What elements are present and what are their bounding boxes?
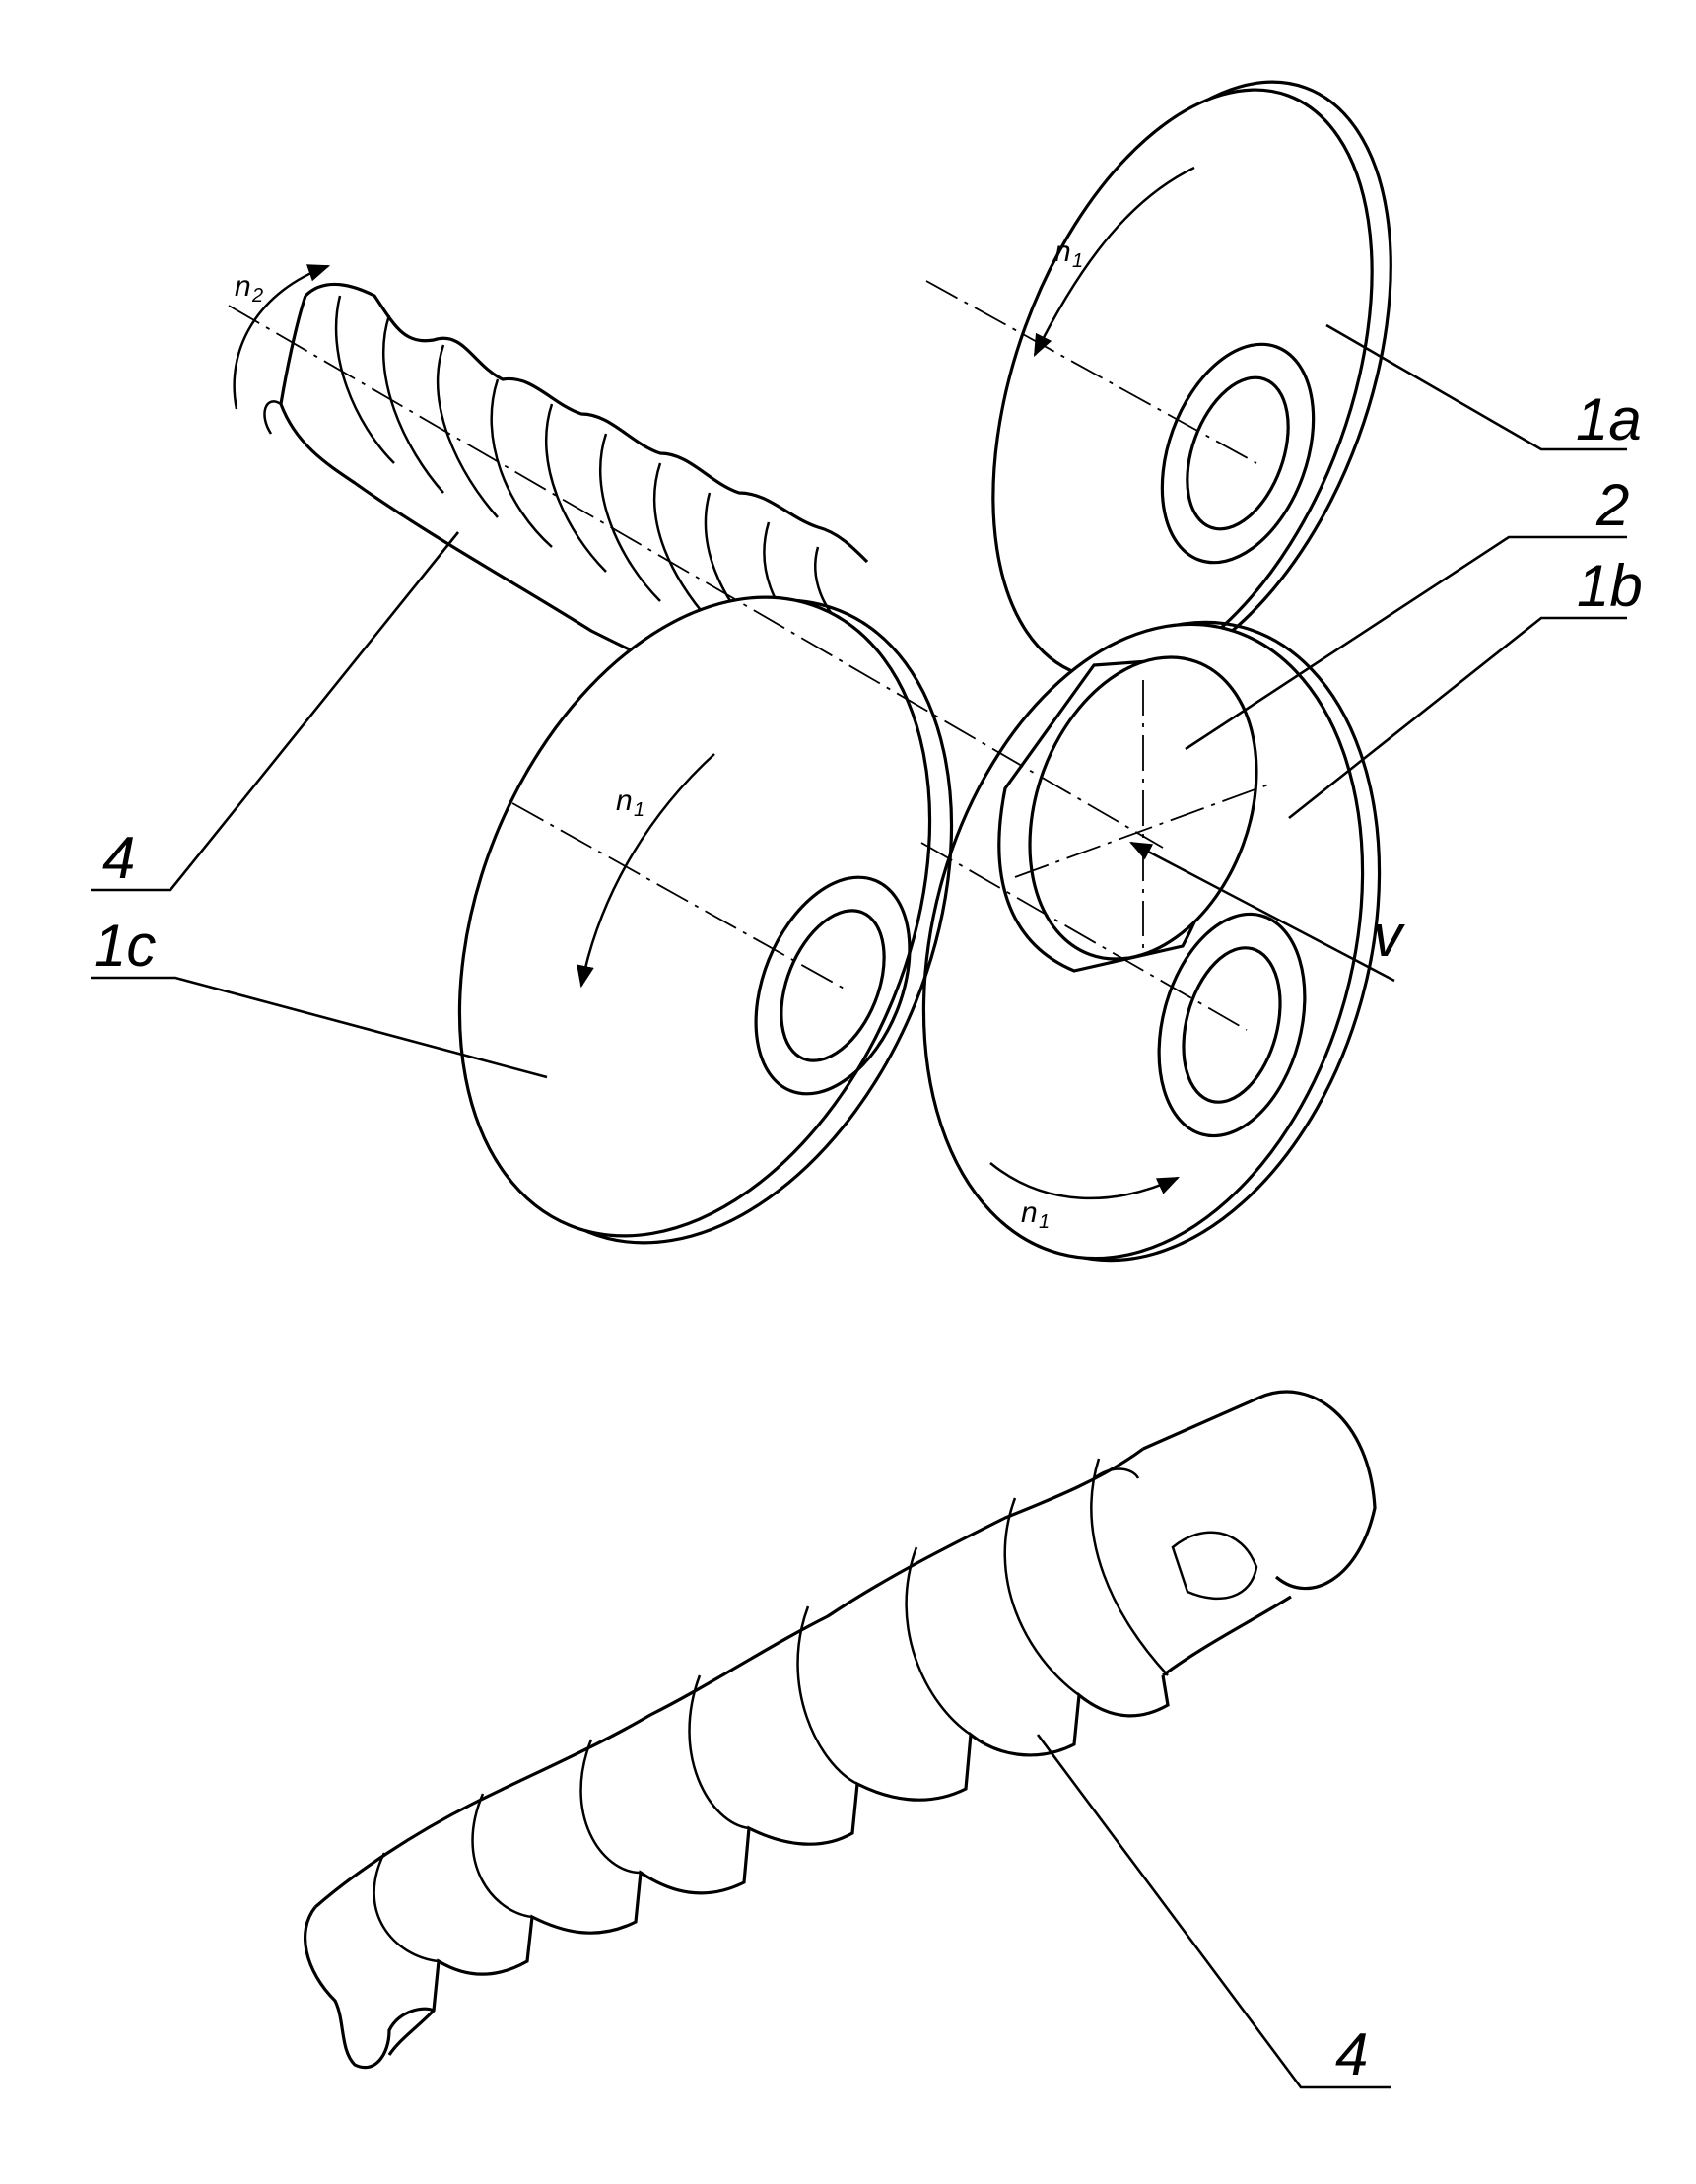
roll-1a bbox=[991, 80, 1392, 681]
svg-text:n: n bbox=[235, 270, 251, 303]
upper-workpiece-threaded-bar bbox=[263, 282, 869, 672]
lower-workpiece-threaded-bar bbox=[304, 1390, 1377, 2070]
symbol-n1-roll-1c: n 1 bbox=[616, 785, 644, 821]
svg-text:1: 1 bbox=[1072, 250, 1083, 272]
center-lines bbox=[228, 280, 1257, 1031]
svg-text:n: n bbox=[616, 785, 633, 817]
blank-2 bbox=[997, 655, 1272, 973]
svg-text:2: 2 bbox=[251, 285, 263, 307]
svg-text:1: 1 bbox=[634, 799, 644, 821]
label-1b: 1b bbox=[1577, 553, 1643, 619]
label-2: 2 bbox=[1595, 472, 1629, 538]
label-1a: 1a bbox=[1576, 386, 1642, 452]
label-4-lower: 4 bbox=[1335, 2021, 1368, 2087]
symbol-n2: n 2 bbox=[235, 270, 263, 307]
rotation-arrow-n2 bbox=[233, 264, 331, 410]
svg-text:n: n bbox=[1054, 236, 1071, 268]
svg-text:n: n bbox=[1021, 1196, 1038, 1229]
label-1c: 1c bbox=[94, 913, 156, 979]
symbol-n1-roll-1b: n 1 bbox=[1021, 1196, 1050, 1233]
leader-lines bbox=[91, 323, 1627, 2089]
svg-text:1: 1 bbox=[1039, 1211, 1050, 1233]
label-v: v bbox=[1373, 903, 1405, 969]
symbol-n1-roll-1a: n 1 bbox=[1054, 236, 1083, 272]
roll-1c bbox=[457, 595, 954, 1245]
label-4-upper: 4 bbox=[102, 825, 135, 891]
feed-arrow-v bbox=[1129, 841, 1395, 983]
